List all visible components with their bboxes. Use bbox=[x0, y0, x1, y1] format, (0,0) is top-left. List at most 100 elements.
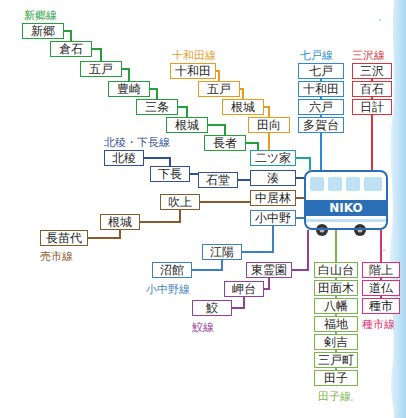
route-name: 種市線 bbox=[362, 318, 395, 331]
stop-name: 日計 bbox=[360, 100, 384, 114]
route-line bbox=[192, 260, 222, 270]
stop-box: 田面木 bbox=[314, 280, 358, 296]
route-name: 田子線 bbox=[318, 390, 351, 403]
stop-name: 吹上 bbox=[168, 195, 192, 209]
stop-box: 五戸 bbox=[198, 81, 240, 97]
stop-box: 岬台 bbox=[224, 281, 264, 297]
stop-box: 十和田 bbox=[170, 63, 216, 79]
stop-box: 八幡 bbox=[314, 298, 358, 314]
stop-box: 日計 bbox=[352, 99, 392, 115]
stop-name: 階上 bbox=[369, 263, 393, 277]
stop-name: 七戸 bbox=[309, 64, 333, 78]
stop-box: 根城 bbox=[166, 117, 208, 133]
stop-box: 豊崎 bbox=[108, 81, 150, 97]
route-line bbox=[216, 71, 219, 81]
route-name: 新郷線 bbox=[24, 9, 57, 22]
stop-name: 長苗代 bbox=[46, 231, 82, 245]
stop-box: 根城 bbox=[100, 214, 140, 230]
stop-name: 東霊園 bbox=[251, 263, 287, 277]
stop-box: 剣吉 bbox=[314, 334, 358, 350]
stop-box: 中居林 bbox=[250, 190, 296, 206]
route-line bbox=[88, 230, 120, 238]
stop-name: 十和田 bbox=[303, 82, 339, 96]
stop-name: 百石 bbox=[360, 82, 384, 96]
stop-box: 五戸 bbox=[80, 61, 122, 77]
stop-box: 三戸町 bbox=[314, 352, 358, 368]
stop-box: 種市 bbox=[362, 298, 400, 314]
stop-name: 湊 bbox=[267, 171, 279, 185]
route-line bbox=[264, 107, 269, 117]
route-name: 鮫線 bbox=[192, 321, 214, 334]
route-line bbox=[380, 230, 382, 262]
route-line bbox=[296, 177, 304, 179]
stop-name: 五戸 bbox=[207, 82, 231, 96]
stop-box: 石堂 bbox=[198, 172, 238, 188]
route-line bbox=[296, 197, 304, 199]
stop-box: 鮫 bbox=[192, 300, 232, 316]
stop-box: 十和田 bbox=[298, 81, 344, 97]
stop-name: 鮫 bbox=[206, 301, 218, 315]
route-name: 北稜・下長線 bbox=[104, 136, 170, 149]
stop-name: 六戸 bbox=[309, 100, 333, 114]
route-line bbox=[292, 230, 308, 270]
stop-box: 多賀台 bbox=[298, 117, 344, 133]
route-line bbox=[320, 133, 322, 170]
stop-box: 根城 bbox=[222, 99, 264, 115]
stop-name: 長者 bbox=[213, 136, 237, 150]
stop-name: 道仏 bbox=[369, 281, 393, 295]
stop-box: 道仏 bbox=[362, 280, 400, 296]
stop-name: 二ツ家 bbox=[255, 151, 291, 165]
route-line bbox=[208, 125, 225, 135]
stop-box: 階上 bbox=[362, 262, 400, 278]
route-line bbox=[296, 217, 304, 219]
stop-box: 倉石 bbox=[50, 41, 92, 57]
stop-box: 田子 bbox=[314, 370, 358, 386]
route-line bbox=[240, 89, 243, 99]
stop-box: 吹上 bbox=[160, 194, 200, 210]
stop-name: 多賀台 bbox=[303, 118, 339, 132]
stop-name: 田向 bbox=[257, 118, 281, 132]
stop-box: 湊 bbox=[250, 170, 296, 186]
stop-name: 豊崎 bbox=[117, 82, 141, 96]
stop-name: 田面木 bbox=[318, 281, 354, 295]
stop-box: 六戸 bbox=[298, 99, 344, 115]
stop-box: 田向 bbox=[248, 117, 290, 133]
stop-box: 七戸 bbox=[298, 63, 344, 79]
stop-name: 中居林 bbox=[255, 191, 291, 205]
stop-box: 小中野 bbox=[250, 210, 296, 226]
stop-box: 下長 bbox=[150, 166, 190, 182]
route-line bbox=[264, 278, 269, 289]
stop-name: 北稜 bbox=[112, 151, 136, 165]
stop-box: 江陽 bbox=[202, 244, 242, 260]
stop-box: 福地 bbox=[314, 316, 358, 332]
route-line bbox=[200, 201, 250, 203]
route-name: 三沢線 bbox=[352, 49, 385, 62]
bus-body bbox=[304, 170, 388, 230]
route-name: 小中野線 bbox=[146, 283, 190, 296]
route-name: 十和田線 bbox=[172, 49, 216, 62]
route-line bbox=[242, 226, 273, 252]
stop-box: 長者 bbox=[204, 135, 246, 151]
route-name: 売市線 bbox=[40, 250, 73, 263]
route-line bbox=[122, 69, 129, 81]
stop-name: 根城 bbox=[175, 118, 199, 132]
stop-box: 三沢 bbox=[352, 63, 392, 79]
wheel bbox=[354, 224, 366, 236]
route-line bbox=[144, 158, 170, 166]
route-line bbox=[190, 173, 198, 175]
stop-name: 江陽 bbox=[210, 245, 234, 259]
route-line bbox=[178, 107, 187, 117]
wheel bbox=[316, 224, 328, 236]
route-line bbox=[296, 158, 310, 170]
stop-name: 新郷 bbox=[31, 24, 55, 38]
stop-name: 根城 bbox=[108, 215, 132, 229]
stop-name: 三条 bbox=[145, 100, 169, 114]
route-name: 七戸線 bbox=[300, 49, 333, 62]
bus-band bbox=[306, 200, 386, 216]
route-line bbox=[64, 31, 71, 41]
stop-name: 岬台 bbox=[232, 282, 256, 296]
stop-box: 白山台 bbox=[314, 262, 358, 278]
stop-name: 石堂 bbox=[206, 173, 230, 187]
route-line bbox=[335, 230, 337, 262]
stop-box: 新郷 bbox=[22, 23, 64, 39]
